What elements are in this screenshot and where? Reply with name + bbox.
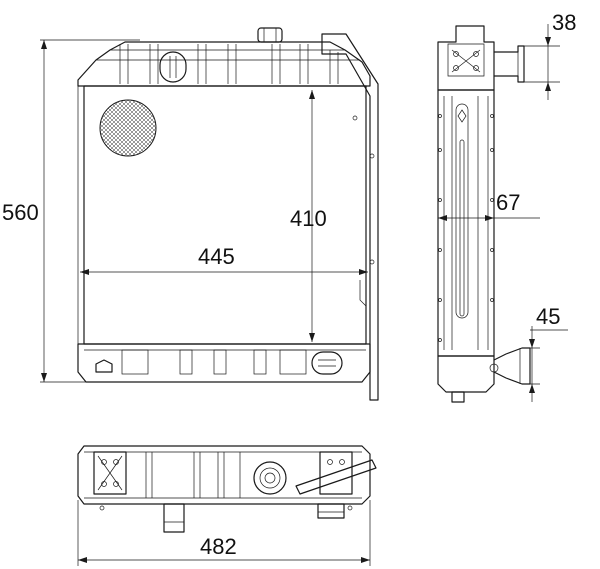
side-bottom-tank [437, 355, 495, 393]
plan-view: 482 [77, 445, 377, 566]
dimension-67-label: 67 [496, 190, 520, 215]
side-view: 38 67 45 [437, 10, 576, 403]
side-bracket [321, 33, 379, 401]
top-tank-ribs [119, 44, 339, 84]
dimension-445-label: 445 [198, 244, 235, 269]
dimension-45: 45 [529, 304, 568, 402]
mesh-circle [99, 99, 157, 157]
dimension-67: 67 [438, 190, 540, 221]
dimension-45-label: 45 [536, 304, 560, 329]
front-view: 560 410 445 [2, 27, 379, 401]
top-tank [77, 41, 371, 87]
plan-left-bracket [93, 451, 127, 495]
dimension-38-label: 38 [552, 10, 576, 35]
side-top-bracket [437, 25, 495, 91]
dimension-482-label: 482 [200, 534, 237, 559]
plan-pipe-left [163, 503, 185, 533]
bottom-outlet-pipe [493, 347, 531, 385]
dimension-410-label: 410 [290, 206, 327, 231]
bottom-outlet-port [311, 351, 343, 375]
dimension-560-label: 560 [2, 200, 39, 225]
dimension-560: 560 [2, 39, 140, 383]
plan-right-bracket [319, 451, 353, 495]
drain-plug [95, 359, 113, 373]
plan-filler-cap [253, 461, 287, 495]
plan-ribs [145, 452, 241, 498]
plan-pipe-right [317, 503, 345, 519]
filler-cap [257, 27, 283, 43]
dimension-410: 410 [290, 90, 327, 342]
top-inlet-pipe [493, 45, 525, 83]
bottom-tank-ribs [121, 349, 307, 375]
bottom-tank [77, 343, 371, 383]
plan-outline [77, 445, 371, 505]
plan-side-rod [295, 459, 377, 495]
dimension-38: 38 [524, 10, 576, 100]
side-sight-slot [455, 103, 469, 319]
side-clips [438, 114, 494, 342]
dimension-445: 445 [80, 244, 368, 275]
dimension-482: 482 [77, 500, 371, 566]
top-tank-oval-port [159, 51, 187, 83]
